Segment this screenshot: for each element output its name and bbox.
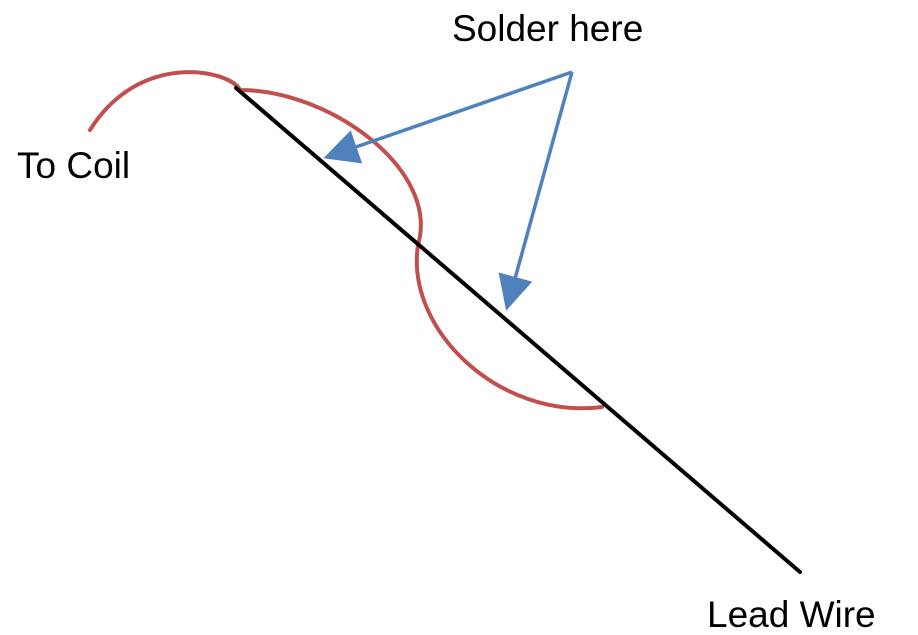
solder-arrow-lower xyxy=(498,71,574,311)
lead-wire xyxy=(234,86,802,574)
to-coil-label: To Coil xyxy=(17,145,131,186)
lead-wire-label: Lead Wire xyxy=(707,594,876,635)
solder-here-label: Solder here xyxy=(452,8,644,49)
coil-wire xyxy=(88,70,604,411)
solder-arrow-upper xyxy=(323,70,573,164)
